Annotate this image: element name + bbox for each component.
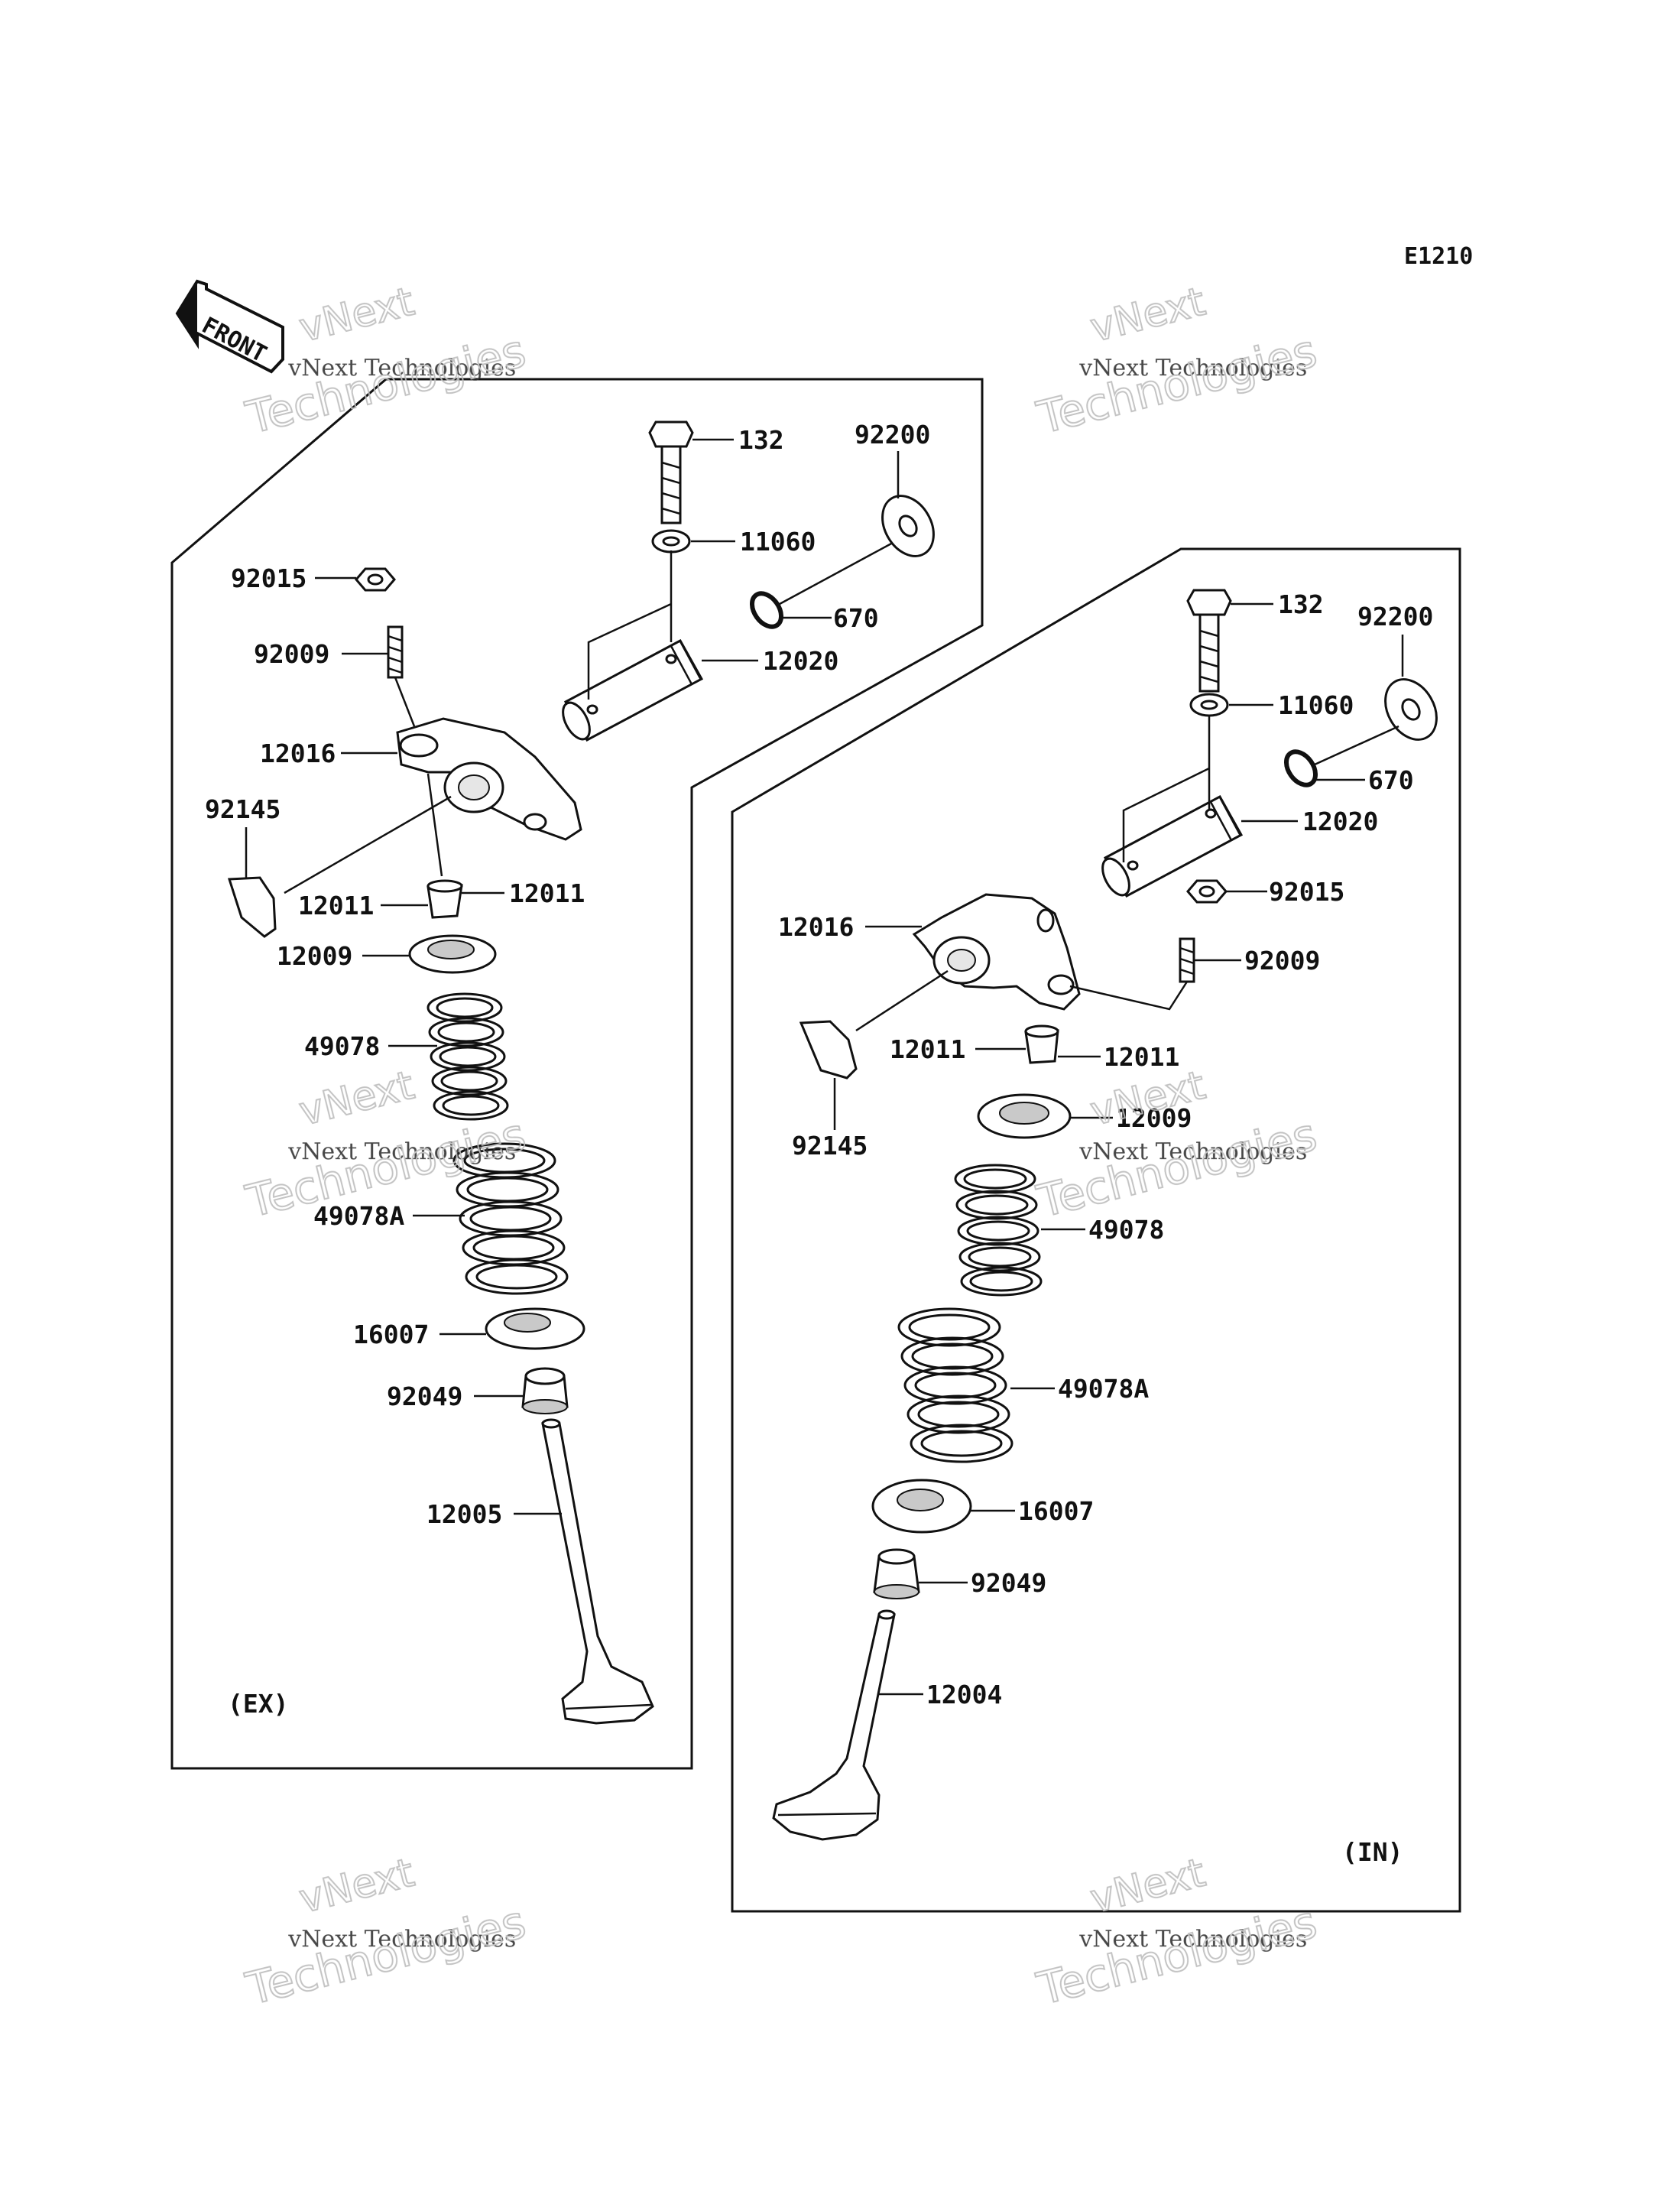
in-label-12020: 12020	[1302, 807, 1378, 836]
in-inner-spring-49078	[954, 1164, 1043, 1297]
in-label-12011b: 12011	[1104, 1042, 1179, 1072]
svg-text:vNext: vNext	[295, 1850, 419, 1923]
svg-text:vNext: vNext	[295, 279, 419, 352]
ex-outer-spring-49078A	[452, 1142, 569, 1295]
svg-text:Technologies: Technologies	[1032, 1895, 1322, 2015]
in-section-label: (IN)	[1342, 1837, 1403, 1867]
in-label-16007: 16007	[1018, 1496, 1094, 1526]
svg-text:vNext: vNext	[295, 1063, 419, 1135]
ex-label-49078A: 49078A	[313, 1201, 404, 1231]
in-valve-12004	[772, 1609, 896, 1841]
in-label-92009: 92009	[1244, 946, 1320, 976]
in-bolt-132	[1186, 589, 1232, 693]
svg-text:Technologies: Technologies	[241, 324, 530, 443]
front-arrow-icon: FRONT	[175, 279, 284, 374]
ex-label-49078: 49078	[304, 1031, 380, 1061]
diagram-code: E1210	[1404, 243, 1473, 270]
ex-label-16007: 16007	[353, 1320, 429, 1349]
exhaust-section-frame	[170, 378, 984, 1770]
ex-label-11060: 11060	[740, 527, 816, 557]
in-label-49078: 49078	[1088, 1215, 1164, 1245]
ex-label-92015: 92015	[231, 563, 306, 593]
ex-valve-12005	[541, 1418, 654, 1725]
svg-text:vNext Technologies: vNext Technologies	[287, 355, 516, 381]
in-label-132: 132	[1278, 589, 1324, 619]
svg-text:vNext Technologies: vNext Technologies	[1078, 1138, 1307, 1165]
ex-section-label: (EX)	[228, 1689, 288, 1719]
ex-label-92200: 92200	[855, 420, 930, 450]
ex-label-12011b: 12011	[509, 878, 585, 908]
in-adjust-screw-92009	[1179, 937, 1195, 983]
ex-washer-92145	[227, 876, 277, 938]
svg-text:Technologies: Technologies	[241, 1895, 530, 2015]
ex-label-92145: 92145	[205, 794, 281, 824]
intake-assembly: 132 11060 92200 670 12020 9201	[772, 589, 1438, 1867]
svg-text:vNext Technologies: vNext Technologies	[1078, 1926, 1307, 1953]
svg-text:vNext Technologies: vNext Technologies	[287, 1138, 516, 1165]
in-label-12011a: 12011	[890, 1034, 965, 1064]
in-label-92145: 92145	[792, 1131, 868, 1161]
in-label-11060: 11060	[1278, 690, 1354, 720]
watermark: vNext vNext Technologies Technologies vN…	[240, 278, 1322, 2016]
in-label-12009: 12009	[1116, 1103, 1192, 1133]
in-oring-670	[1283, 749, 1318, 787]
in-label-92200: 92200	[1357, 602, 1433, 631]
ex-label-670: 670	[833, 603, 879, 633]
in-label-92015: 92015	[1269, 877, 1344, 907]
svg-text:vNext: vNext	[1086, 279, 1210, 352]
in-label-12004: 12004	[926, 1680, 1002, 1709]
in-label-670: 670	[1368, 765, 1414, 795]
ex-rocker-shaft-12020	[562, 638, 704, 742]
intake-section-frame	[731, 547, 1461, 1913]
ex-bolt-132	[648, 420, 694, 524]
ex-rocker-arm-12016	[396, 717, 582, 841]
in-label-49078A: 49078A	[1058, 1374, 1149, 1404]
ex-label-12009: 12009	[277, 941, 352, 971]
ex-label-92009: 92009	[254, 639, 329, 669]
svg-text:vNext Technologies: vNext Technologies	[287, 1926, 516, 1953]
in-label-12016: 12016	[778, 912, 854, 942]
svg-text:vNext Technologies: vNext Technologies	[1078, 355, 1307, 381]
svg-text:Technologies: Technologies	[1032, 324, 1322, 443]
in-rocker-shaft-12020	[1101, 794, 1244, 898]
in-stem-seal-92049	[873, 1548, 920, 1599]
ex-oring-670	[749, 591, 784, 629]
ex-inner-spring-49078	[426, 992, 509, 1121]
ex-stem-seal-92049	[521, 1367, 569, 1414]
ex-label-12005: 12005	[426, 1499, 502, 1529]
ex-label-12020: 12020	[763, 646, 838, 676]
in-rocker-arm-12016	[912, 893, 1081, 1011]
ex-label-12016: 12016	[260, 739, 336, 768]
ex-adjust-screw-92009	[387, 625, 404, 679]
ex-label-92049: 92049	[387, 1381, 462, 1411]
ex-label-12011a: 12011	[298, 891, 374, 920]
in-washer-92145	[799, 1020, 858, 1080]
ex-label-132: 132	[738, 425, 784, 455]
in-label-92049: 92049	[971, 1568, 1046, 1598]
exhaust-assembly: 132 11060 92200 670 12020 9201	[205, 420, 935, 1725]
in-outer-spring-49078A	[897, 1307, 1014, 1463]
